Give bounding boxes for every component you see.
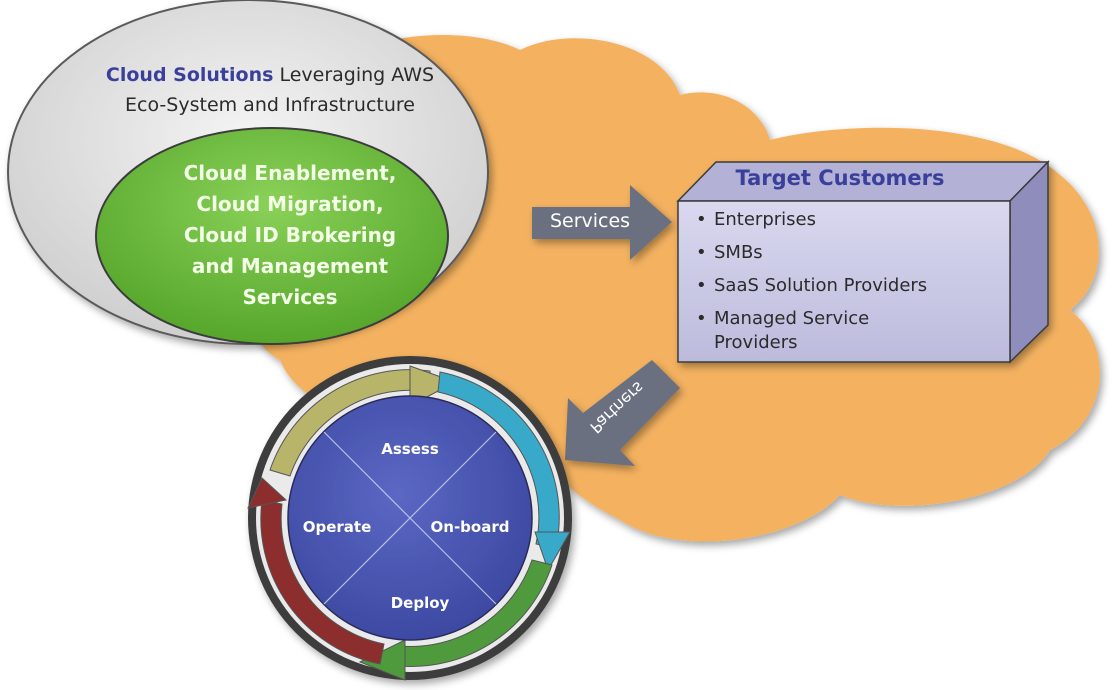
cloud-solutions-title: Cloud Solutions Leveraging AWS Eco-Syste… (60, 60, 480, 120)
ring-arrow-cyan-head (534, 531, 571, 572)
target-customer-item: SMBs (690, 241, 990, 265)
service-line: Services (242, 285, 338, 309)
lifecycle-ring (247, 356, 572, 681)
services-ellipse (95, 127, 449, 345)
cloud-solutions-title-line2: Eco-System and Infrastructure (125, 94, 415, 116)
quadrant-divider-2 (323, 431, 497, 605)
services-list: Cloud Enablement, Cloud Migration, Cloud… (140, 158, 440, 313)
target-customers-list: Enterprises SMBs SaaS Solution Providers… (690, 208, 990, 364)
cloud-solutions-title-line1: Cloud Solutions Leveraging AWS (60, 60, 480, 90)
partners-arrow (565, 360, 680, 466)
service-line: Cloud Enablement, (183, 161, 397, 185)
target-customers-title: Target Customers (735, 166, 945, 190)
stage-operate-label: Operate (302, 518, 372, 536)
stage-onboard-label: On-board (430, 518, 510, 536)
target-customer-item: SaaS Solution Providers (690, 274, 990, 298)
ring-arrow-maroon-head (247, 477, 288, 509)
cloud-solutions-highlight: Cloud Solutions (105, 64, 274, 86)
cloud-solutions-title-rest: Leveraging AWS (273, 64, 435, 86)
service-line: and Management (191, 254, 389, 278)
services-arrow (532, 185, 672, 260)
stage-assess-label: Assess (381, 440, 439, 458)
target-customer-item: Enterprises (690, 208, 990, 232)
target-customer-item: Managed Service Providers (690, 307, 924, 355)
stage-deploy-label: Deploy (390, 594, 450, 612)
services-arrow-label: Services (549, 210, 631, 232)
service-line: Cloud Migration, (196, 192, 384, 216)
service-line: Cloud ID Brokering (183, 223, 397, 247)
